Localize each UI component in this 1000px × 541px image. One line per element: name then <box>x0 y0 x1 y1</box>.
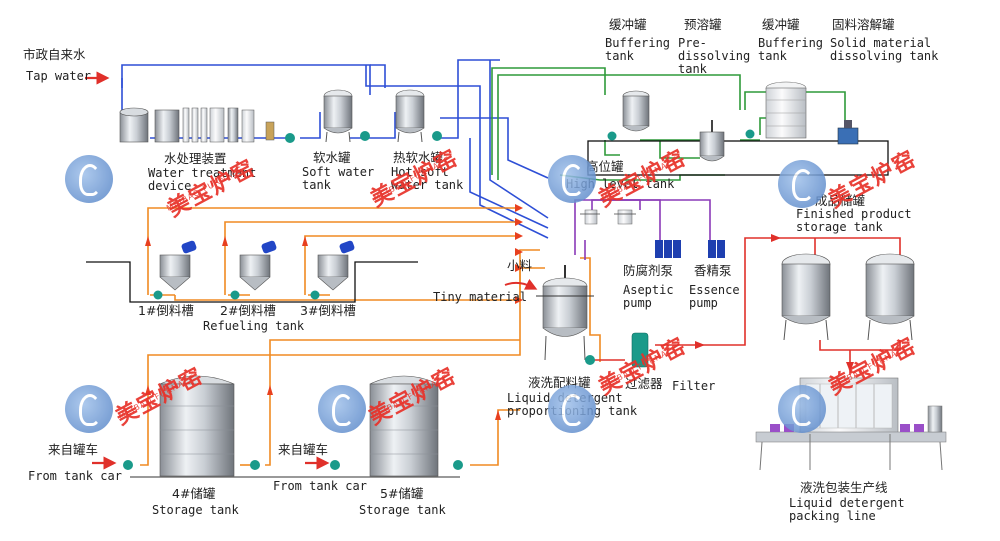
dissolve-platform <box>587 140 889 176</box>
liquid-prop-en-label: Liquid detergent proportioning tank <box>507 391 638 418</box>
refuel-3-cn-label: 3#倒料槽 <box>300 303 356 318</box>
finished-cn-label: 成品储罐 <box>815 193 866 208</box>
packing-en-label: Liquid detergent packing line <box>789 496 905 523</box>
essence-pump <box>708 240 725 258</box>
pump-icon <box>153 290 163 300</box>
pump-icon <box>607 131 617 141</box>
refuel-2-cn-label: 2#倒料槽 <box>220 303 276 318</box>
storage-4-cn-label: 4#储罐 <box>172 486 216 501</box>
water-treatment-cn-label: 水处理装置 <box>164 151 227 166</box>
pump-icon <box>123 460 133 470</box>
refueling-tank-2 <box>239 240 277 291</box>
storage-tank-4 <box>159 375 235 477</box>
finished-arrows <box>695 234 854 372</box>
storage-4-en-label: Storage tank <box>152 503 239 517</box>
pump-icon <box>285 133 295 143</box>
soft-water-tank <box>323 89 353 143</box>
aseptic-cn-label: 防腐剂泵 <box>623 263 674 278</box>
aseptic-en-label: Aseptic pump <box>623 283 674 310</box>
finished-storage-tank-2 <box>865 253 915 341</box>
pump-icon <box>453 460 463 470</box>
pump-icon <box>432 131 442 141</box>
filter-en-label: Filter <box>672 379 716 393</box>
refueling-tank-1 <box>159 240 197 291</box>
tap-water-en-label: Tap water <box>26 69 92 83</box>
liquid-prop-cn-label: 液洗配料罐 <box>528 375 591 390</box>
finished-storage-tank-1 <box>781 253 831 341</box>
product-arrows <box>145 204 523 420</box>
high-level-cn-label: 高位罐 <box>586 159 624 174</box>
buffering-1-cn-label: 缓冲罐 <box>609 17 647 32</box>
predissolving-en-label: Pre- dissolving tank <box>678 36 751 76</box>
tiny-material-cn-label: 小料 <box>507 258 533 273</box>
pump-icon <box>330 460 340 470</box>
pump-icon <box>745 129 755 139</box>
predissolving-tank <box>699 120 725 162</box>
buffering-tank-1 <box>622 90 650 132</box>
dosing-lines <box>574 199 711 260</box>
hot-soft-water-tank <box>395 89 425 143</box>
pump-icon <box>360 131 370 141</box>
pump-icon <box>585 355 595 365</box>
essence-en-label: Essence pump <box>689 283 740 310</box>
solid-dissolving-cn-label: 固料溶解罐 <box>832 17 895 32</box>
storage-tank-5 <box>369 375 439 477</box>
tiny-material-arrow <box>504 278 538 290</box>
packing-cn-label: 液洗包装生产线 <box>800 480 888 495</box>
buffering-tank-2 <box>765 81 807 139</box>
pump-icon <box>230 290 240 300</box>
tankcar-1-cn-label: 来自罐车 <box>48 442 99 457</box>
buffering-2-cn-label: 缓冲罐 <box>762 17 800 32</box>
finished-en-label: Finished product storage tank <box>796 207 912 234</box>
packing-line-machine <box>755 377 947 471</box>
water-treatment-en-label: Water treatment device <box>148 166 257 193</box>
refueling-tank-3 <box>317 240 355 291</box>
aseptic-pump <box>655 240 681 258</box>
refuel-1-cn-label: 1#倒料槽 <box>138 303 194 318</box>
high-level-tank <box>580 209 636 225</box>
storage-5-cn-label: 5#储罐 <box>380 486 424 501</box>
filter-cn-label: 过滤器 <box>625 376 663 391</box>
high-level-en-label: High level tank <box>566 177 675 191</box>
soft-water-en-label: Soft water tank <box>302 165 375 192</box>
hot-soft-water-cn-label: 热软水罐 <box>393 150 444 165</box>
tiny-material-en-label: Tiny material <box>433 290 527 304</box>
tankcar-2-en-label: From tank car <box>273 479 367 493</box>
solid-dissolving-en-label: Solid material dissolving tank <box>830 36 939 63</box>
hot-soft-water-en-label: Hot soft water tank <box>391 165 464 192</box>
tankcar-1-en-label: From tank car <box>28 469 122 483</box>
tap-water-cn-label: 市政自来水 <box>23 47 86 62</box>
pump-icon <box>310 290 320 300</box>
pump-icon <box>250 460 260 470</box>
filter <box>631 332 649 368</box>
water-lines <box>121 59 549 239</box>
solid-dissolving-tank <box>837 120 859 145</box>
tankcar-2-cn-label: 来自罐车 <box>278 442 329 457</box>
soft-water-cn-label: 软水罐 <box>313 150 351 165</box>
essence-cn-label: 香精泵 <box>694 263 732 278</box>
predissolving-cn-label: 预溶罐 <box>684 17 722 32</box>
refueling-platform <box>86 261 418 303</box>
refueling-en-label: Refueling tank <box>203 319 305 333</box>
buffering-1-en-label: Buffering tank <box>605 36 671 63</box>
storage-5-en-label: Storage tank <box>359 503 446 517</box>
proportioning-tank <box>536 265 594 361</box>
buffering-2-en-label: Buffering tank <box>758 36 824 63</box>
water-treatment-device <box>119 107 275 143</box>
